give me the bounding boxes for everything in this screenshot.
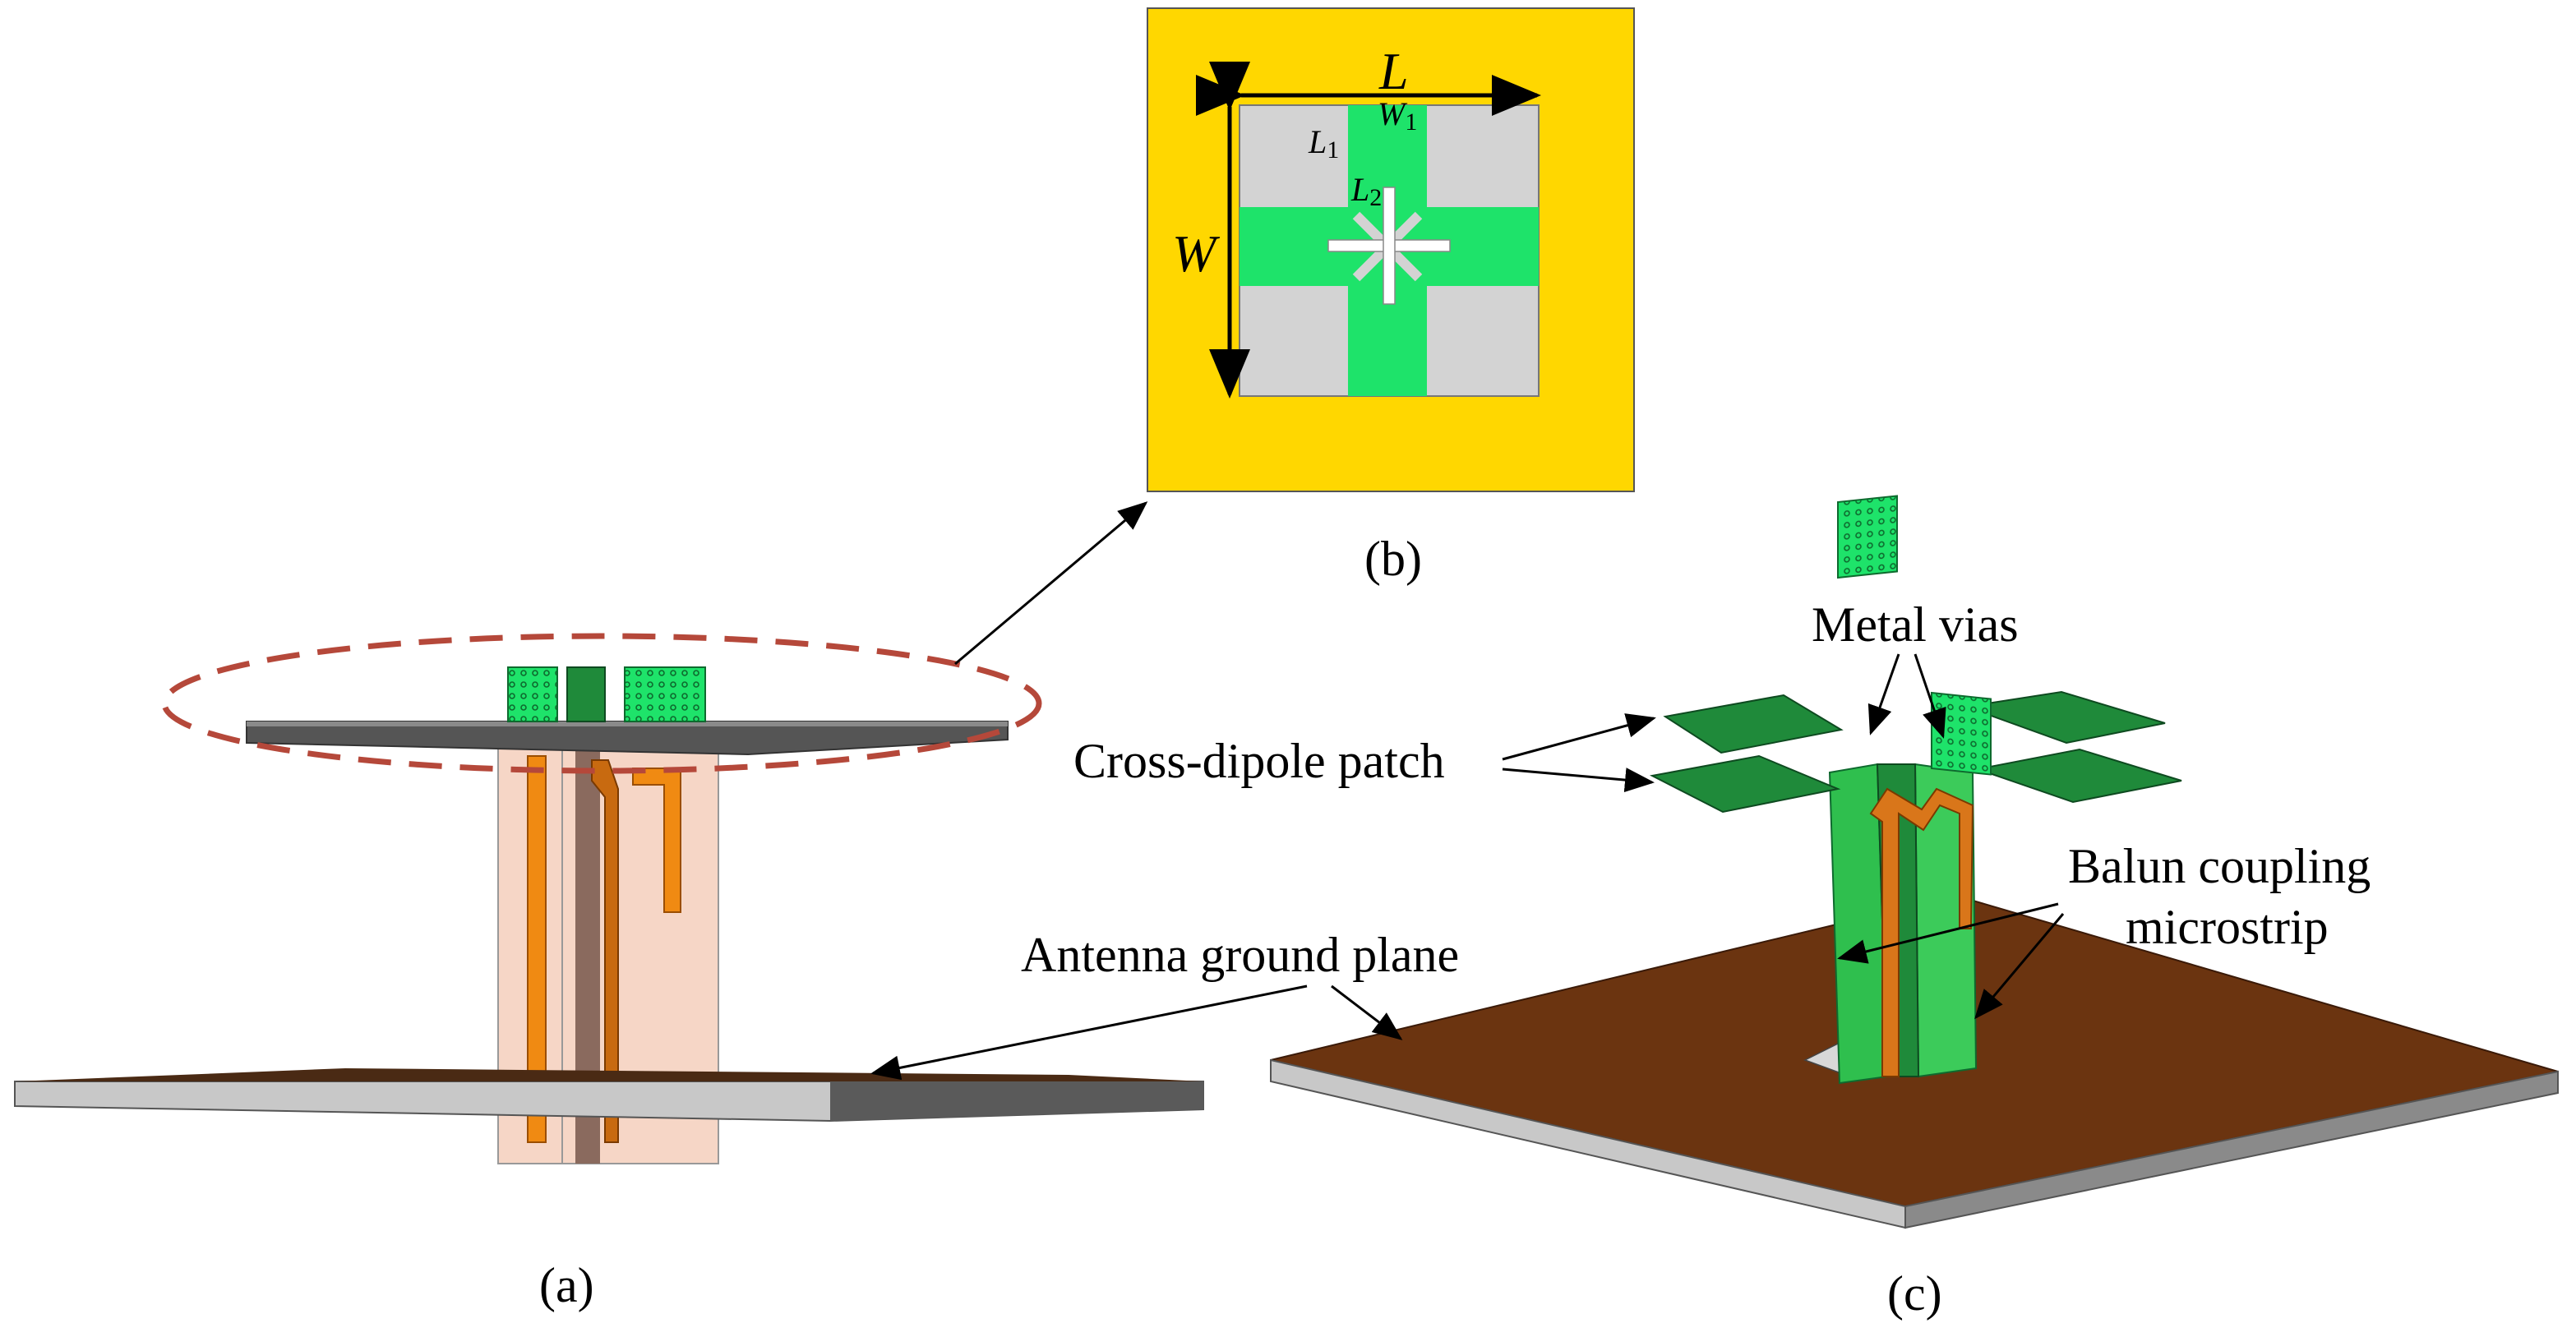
- caption-a: (a): [539, 1258, 594, 1312]
- caption-c: (c): [1887, 1266, 1942, 1321]
- balun-label-line2: microstrip: [2126, 900, 2329, 954]
- ground-plane-label: Antenna ground plane: [1021, 928, 1459, 982]
- ground-plane-a-brown: [15, 1068, 1203, 1081]
- patch-upper-right: [1965, 690, 2166, 745]
- patch-lower-right: [1974, 748, 2182, 804]
- caption-b: (b): [1364, 532, 1422, 586]
- panel-a-side-view: (a): [14, 501, 1204, 1312]
- balun-arrow-right: [1974, 913, 2065, 1020]
- cross-dipole-patch-label: Cross-dipole patch: [1073, 734, 1445, 788]
- metal-vias-arrow-right: [1914, 653, 1946, 739]
- W-label: W: [1172, 224, 1221, 283]
- ground-arrow-right: [1331, 984, 1403, 1040]
- metal-vias-label: Metal vias: [1812, 597, 2019, 652]
- via-block-left: [1837, 495, 1898, 579]
- patch-lower-left: [1649, 754, 1841, 814]
- metal-vias-arrow-left: [1867, 653, 1900, 735]
- panel-c-3d-view: Metal vias Cross-dipole patch Balun coup…: [870, 495, 2559, 1321]
- cross-dipole-arrow-upper: [1502, 713, 1656, 761]
- orange-strip-left: [527, 755, 547, 1143]
- patch-upper-left: [1663, 694, 1844, 754]
- ground-plane-a-dark: [830, 1081, 1203, 1121]
- top-plate-top: [247, 722, 1008, 726]
- green-block-left: [507, 666, 558, 722]
- L-label: L: [1378, 42, 1409, 100]
- balun-arrow-left: [1837, 902, 2059, 964]
- orange-zigzag: [591, 759, 619, 1143]
- pointer-arrow-a-to-b: [954, 501, 1148, 666]
- green-block-right: [624, 666, 706, 722]
- center-cross-slot: [1327, 187, 1451, 305]
- W1-label: W1: [1378, 95, 1417, 136]
- via-block-right: [1931, 691, 1992, 776]
- dark-green-block: [566, 666, 606, 722]
- highlight-ellipse: [161, 633, 1042, 774]
- ground-arrow-left: [870, 984, 1308, 1081]
- cross-dipole-arrow-lower: [1502, 768, 1655, 793]
- panel-b-top-view: L W W1 L1 L2 (b): [1147, 7, 1635, 586]
- balun-label-line1: Balun coupling: [2068, 839, 2371, 893]
- L1-label: L1: [1308, 123, 1339, 164]
- L2-label: L2: [1350, 171, 1382, 211]
- orange-balun-c: [1869, 787, 1974, 1077]
- ground-plane-c-right-edge: [1904, 1070, 2559, 1229]
